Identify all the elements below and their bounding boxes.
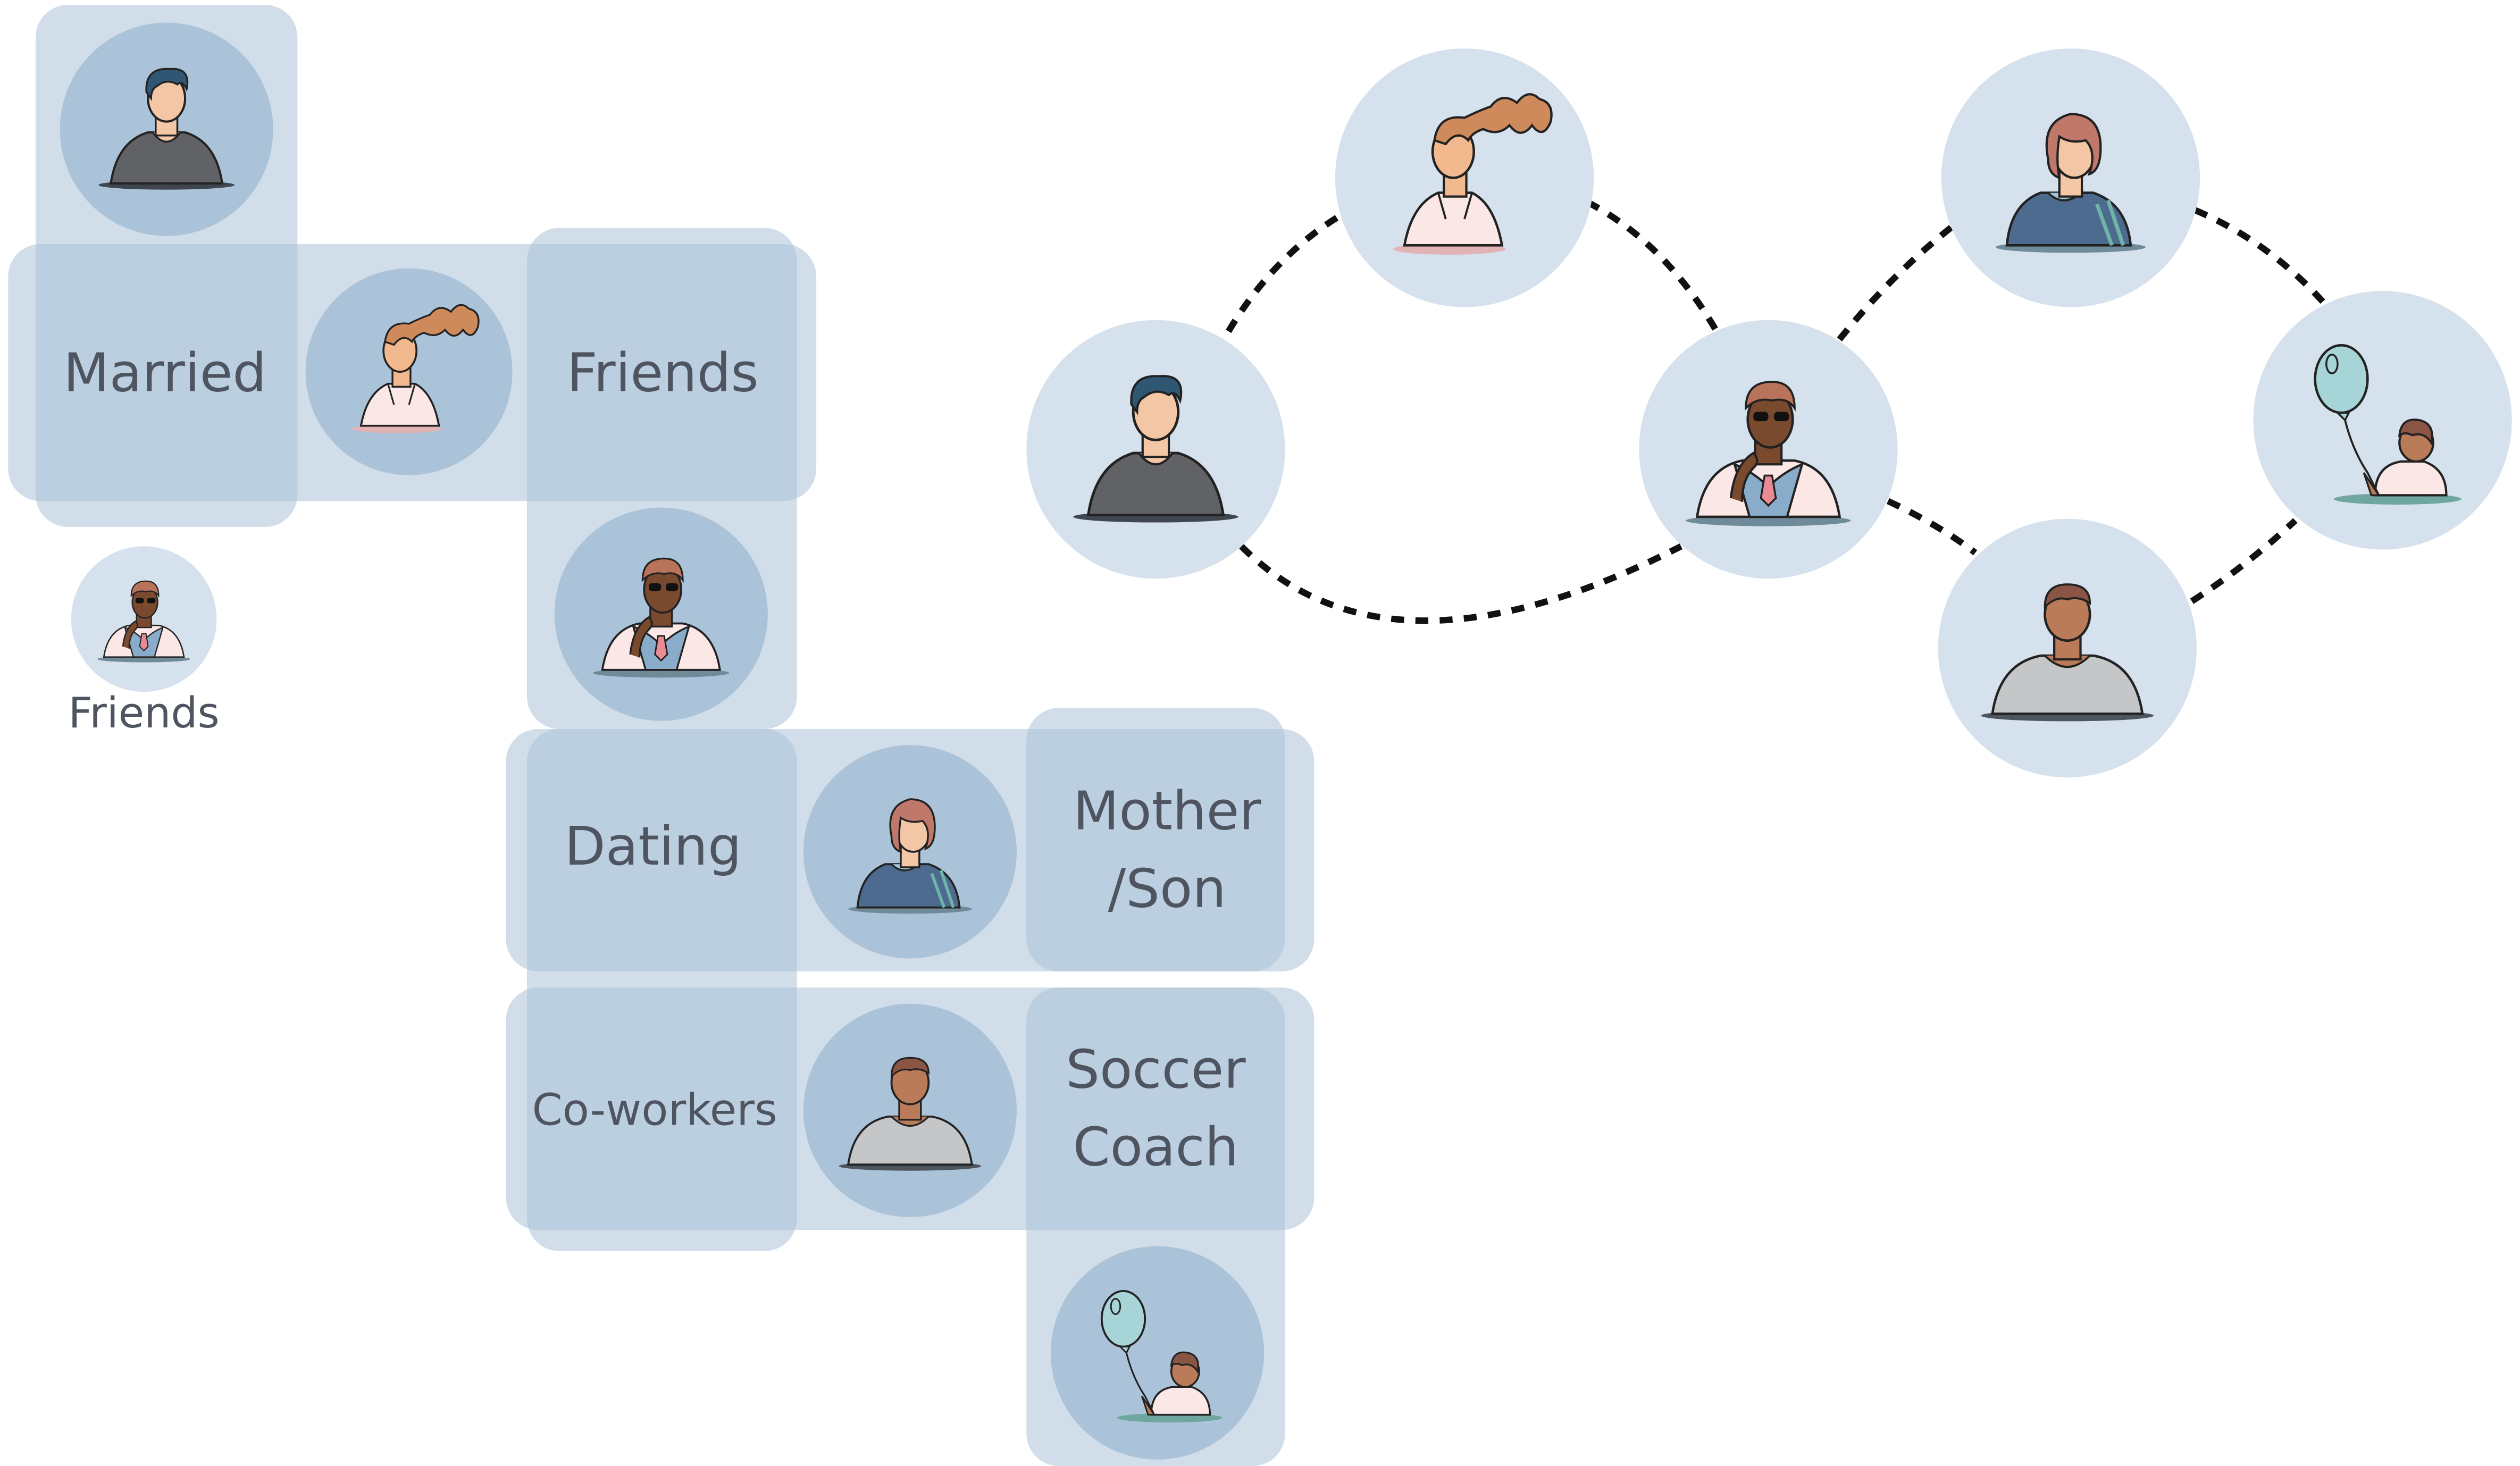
label-dating: Dating [565,815,742,877]
grid-person-man-dark-shirt [60,22,273,236]
relationship-labels: Married Friends Dating Mother /Son Co-wo… [63,342,1261,1178]
network-node-man-grey-shirt [1938,518,2197,778]
grid-person-woman-bob [803,745,1017,959]
network-edges [1226,199,2330,624]
network-edge [1239,543,1683,624]
legend-label: Friends [69,689,220,738]
network-edge [1586,199,1720,333]
legend-person [71,546,217,692]
network-node-woman-ponytail [1335,48,1594,307]
network-edge [2190,518,2298,604]
network-node-child-balloon [2253,291,2512,550]
network-node-woman-bob [1941,48,2200,307]
person-disc [2253,291,2512,550]
label-soccer-coach-line2: Coach [1073,1116,1239,1178]
grid-person-man-grey-shirt [803,1003,1017,1217]
network-node-man-dark-shirt [1026,320,1285,579]
label-coworkers: Co-workers [532,1085,777,1136]
network-edge [1837,223,1955,342]
grid-person-woman-ponytail [305,268,513,475]
grid-person-child-balloon [1050,1246,1265,1460]
label-mother-son-line2: /Son [1108,857,1226,919]
network-node-man-glasses-vest [1639,320,1898,579]
label-mother-son-line1: Mother [1073,780,1261,842]
network-edge [1226,207,1352,333]
label-friends: Friends [567,342,759,404]
person-disc [1050,1246,1265,1460]
label-soccer-coach-line1: Soccer [1066,1038,1246,1101]
network-edge [1886,498,1978,556]
relationship-tile [1026,708,1285,971]
network-edge [2194,207,2330,309]
grid-person-man-glasses-vest [554,507,768,721]
people-nodes [60,22,2512,1460]
label-married: Married [63,342,266,404]
